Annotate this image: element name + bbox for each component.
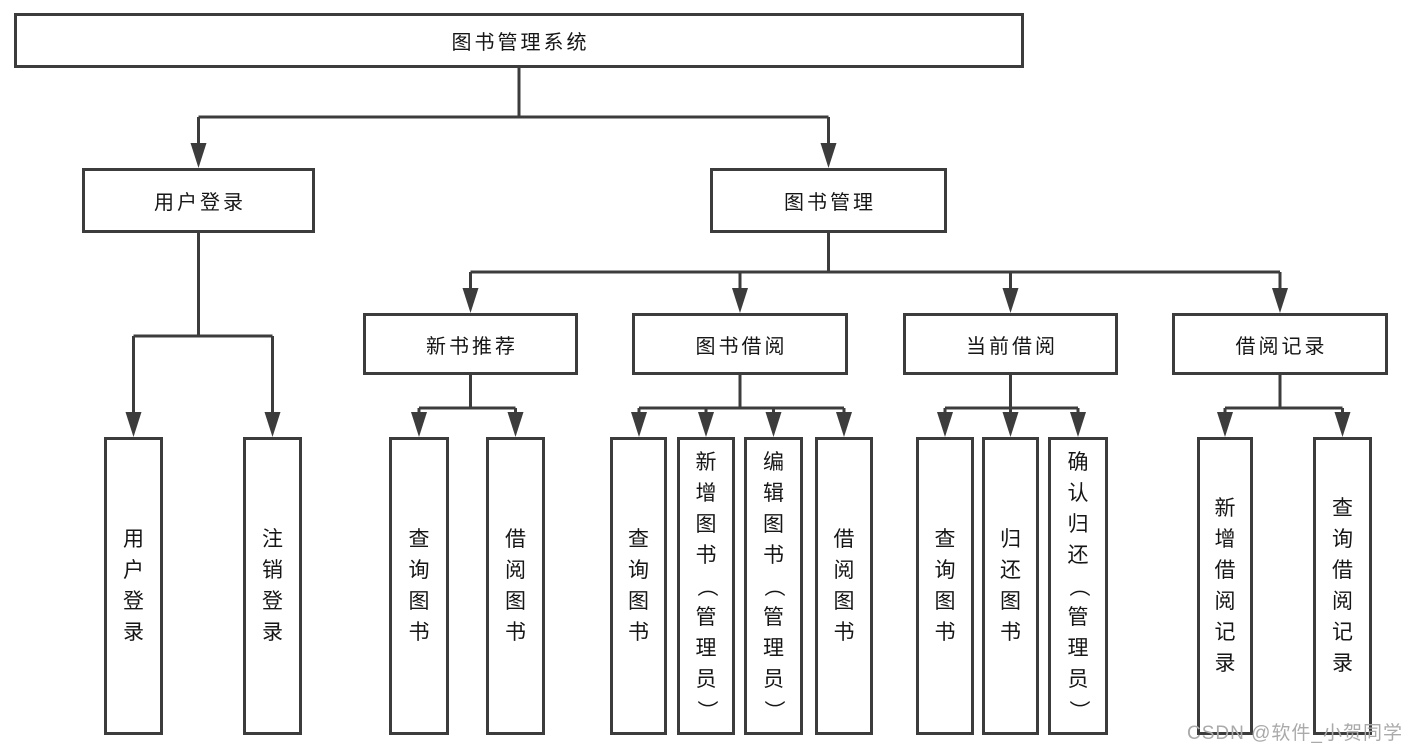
- node-label: 当前借阅: [966, 335, 1058, 358]
- leaf-query-books-borrowing: 查询图书: [610, 437, 667, 735]
- node-label: 用户登录: [123, 528, 144, 644]
- node-label: 查询图书: [408, 528, 430, 644]
- leaf-confirm-return-admin: 确认归还（管理员）: [1048, 437, 1108, 735]
- leaf-edit-books-admin: 编辑图书（管理员）: [744, 437, 803, 735]
- arrowhead: [631, 412, 647, 437]
- node-label: 新增借阅记录: [1214, 497, 1236, 675]
- arrowhead: [1002, 288, 1019, 313]
- leaf-borrow-books-recommend: 借阅图书: [486, 437, 545, 735]
- node-label: 查询图书: [934, 528, 956, 644]
- arrowhead: [937, 412, 953, 437]
- node-library-system: 图书管理系统: [14, 13, 1024, 68]
- leaf-return-books: 归还图书: [982, 437, 1039, 735]
- node-book-management: 图书管理: [710, 168, 947, 233]
- node-book-borrowing: 图书借阅: [632, 313, 848, 375]
- node-user-login: 用户登录: [82, 168, 315, 233]
- node-label: 图书管理系统: [451, 32, 590, 54]
- node-label: 借阅记录: [1235, 335, 1328, 358]
- arrowhead: [1334, 412, 1351, 437]
- arrowhead: [190, 143, 207, 168]
- node-borrowing-records: 借阅记录: [1172, 313, 1388, 375]
- node-label: 新书推荐: [426, 335, 518, 358]
- node-current-borrowing: 当前借阅: [903, 313, 1118, 375]
- arrowhead: [836, 412, 852, 437]
- node-label: 用户登录: [154, 192, 246, 214]
- node-label: 归还图书: [1000, 528, 1021, 644]
- leaf-query-books-current: 查询图书: [916, 437, 974, 735]
- arrowhead: [411, 412, 427, 437]
- arrowhead: [820, 143, 837, 168]
- node-label: 图书借阅: [695, 335, 788, 358]
- node-label: 查询借阅记录: [1332, 497, 1353, 675]
- arrowhead: [125, 412, 142, 437]
- arrowhead: [1272, 288, 1288, 313]
- watermark: CSDN @软件_小贺同学: [1187, 723, 1403, 744]
- node-label: 借阅图书: [505, 528, 526, 644]
- arrowheads: [125, 143, 1351, 437]
- node-label: 确认归还（管理员）: [1066, 450, 1090, 721]
- leaf-query-borrow-record: 查询借阅记录: [1313, 437, 1372, 735]
- node-label: 编辑图书（管理员）: [762, 450, 785, 721]
- arrowhead: [264, 412, 281, 437]
- arrowhead: [1002, 412, 1019, 437]
- arrowhead: [732, 288, 748, 313]
- node-new-book-recommendation: 新书推荐: [363, 313, 578, 375]
- leaf-logout: 注销登录: [243, 437, 302, 735]
- leaf-add-books-admin: 新增图书（管理员）: [677, 437, 735, 735]
- node-label: 借阅图书: [833, 528, 855, 644]
- leaf-query-books-recommend: 查询图书: [389, 437, 449, 735]
- arrowhead: [1070, 412, 1086, 437]
- node-label: 查询图书: [628, 528, 649, 644]
- leaf-user-login: 用户登录: [104, 437, 163, 735]
- leaf-borrow-books-borrowing: 借阅图书: [815, 437, 873, 735]
- arrowhead: [462, 288, 479, 313]
- node-label: 新增图书（管理员）: [694, 450, 718, 721]
- node-label: 注销登录: [262, 528, 283, 644]
- arrowhead: [1217, 412, 1233, 437]
- node-label: 图书管理: [784, 192, 876, 214]
- arrowhead: [765, 412, 782, 437]
- arrowhead: [698, 412, 714, 437]
- arrowhead: [507, 412, 524, 437]
- leaf-add-borrow-record: 新增借阅记录: [1197, 437, 1253, 735]
